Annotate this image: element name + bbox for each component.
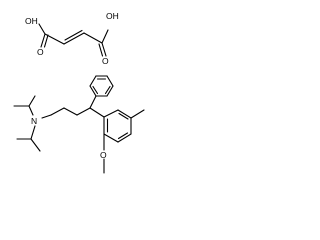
bond	[30, 138, 41, 152]
chemical-structure: OH O O OH	[13, 11, 145, 174]
bond	[89, 107, 105, 118]
bond	[117, 133, 132, 143]
atom-label-oh: OH	[106, 11, 119, 21]
atom-label-n: N	[31, 116, 37, 126]
bond	[89, 75, 97, 87]
bond	[76, 107, 91, 116]
bond	[38, 23, 46, 35]
bond	[44, 33, 65, 45]
bond	[30, 125, 36, 140]
atom-label-oh: OH	[25, 16, 38, 26]
bond	[103, 133, 119, 143]
bond	[50, 107, 65, 116]
bond	[117, 132, 129, 140]
bond	[118, 112, 129, 120]
bond	[43, 34, 49, 48]
bond	[40, 33, 46, 48]
bond	[89, 95, 97, 109]
bond	[104, 85, 111, 95]
bond	[106, 75, 114, 87]
atom-label-o: O	[102, 56, 109, 66]
bond	[103, 109, 119, 118]
bond	[63, 32, 85, 45]
bond	[63, 107, 78, 116]
bond	[41, 114, 52, 119]
bond	[89, 85, 97, 97]
tolterodine: N O	[13, 75, 145, 174]
bond	[64, 29, 83, 41]
bond	[98, 43, 104, 57]
bond	[101, 29, 109, 44]
bond	[83, 32, 103, 44]
fumaric-acid: OH O O OH	[25, 11, 119, 66]
bond	[130, 109, 145, 119]
bond	[92, 85, 99, 95]
bond	[28, 95, 36, 107]
atom-label-o: O	[100, 150, 107, 160]
bond	[101, 42, 107, 57]
methoxy-tolyl-ring	[89, 107, 145, 174]
bond	[117, 109, 132, 119]
phenyl-ring	[89, 75, 114, 97]
bond	[28, 105, 34, 116]
bond	[106, 85, 114, 97]
atom-label-o: O	[37, 47, 44, 57]
